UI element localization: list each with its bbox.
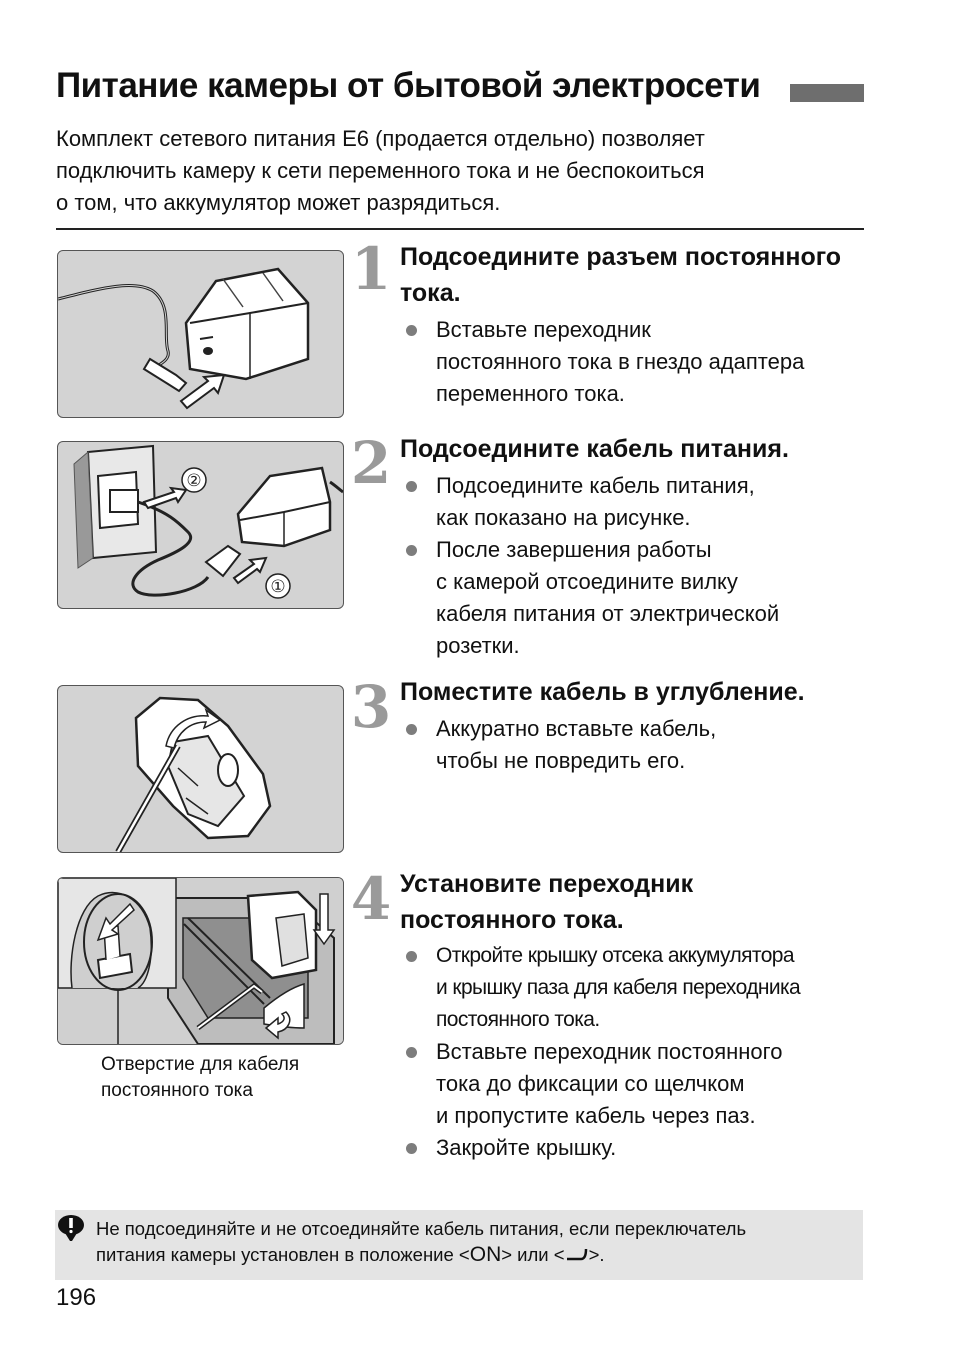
bullet-item: Откройте крышку отсека аккумулятора и кр… — [405, 940, 875, 1036]
step-title: Подсоедините разъем постоянного тока. — [400, 239, 870, 311]
bullet-line: Аккуратно вставьте кабель, — [436, 716, 717, 741]
bullet-item: Подсоедините кабель питания, как показан… — [405, 470, 875, 534]
step-title: Поместите кабель в углубление. — [400, 674, 870, 710]
bullet-line: и крышку паза для кабеля переходника — [436, 976, 801, 999]
on-position-label: ON — [469, 1243, 502, 1266]
bullet-line: чтобы не повредить его. — [436, 748, 686, 773]
bullet-line: розетки. — [436, 633, 520, 658]
caption-line: Отверстие для кабеля — [101, 1054, 300, 1075]
intro-line: подключить камеру к сети переменного ток… — [56, 158, 705, 183]
intro-line: Комплект сетевого питания E6 (продается … — [56, 126, 705, 151]
step-bullets: Откройте крышку отсека аккумулятора и кр… — [405, 940, 875, 1036]
step-title-line: Поместите кабель в углубление. — [400, 678, 805, 706]
bullet-line: Откройте крышку отсека аккумулятора — [436, 944, 795, 967]
step-title-line: тока. — [400, 279, 461, 307]
bullet-item: Аккуратно вставьте кабель, чтобы не повр… — [405, 713, 875, 777]
bullet-line: тока до фиксации со щелчком — [436, 1071, 745, 1096]
bullet-line: постоянного тока в гнездо адаптера — [436, 349, 805, 374]
step-bullets: Подсоедините кабель питания, как показан… — [405, 470, 875, 662]
step-number: 3 — [350, 673, 392, 741]
intro-paragraph: Комплект сетевого питания E6 (продается … — [56, 123, 856, 219]
figure-cable-groove — [57, 685, 344, 853]
bullet-line: Вставьте переходник постоянного — [436, 1039, 783, 1064]
figure-power-cable-outlet: ② ① — [57, 441, 344, 609]
bullet-line: Закройте крышку. — [436, 1135, 617, 1160]
bullet-line: постоянного тока. — [436, 1008, 600, 1031]
bullet-item: Закройте крышку. — [405, 1132, 875, 1164]
caution-text-part: питания камеры установлен в положение < — [96, 1244, 470, 1265]
caution-line: Не подсоединяйте и не отсоединяйте кабел… — [96, 1218, 747, 1239]
caution-line: питания камеры установлен в положение <O… — [96, 1242, 746, 1268]
figure-dc-coupler-adapter — [57, 250, 344, 418]
bullet-line: кабеля питания от электрической — [436, 601, 780, 626]
bullet-item: Вставьте переходник постоянного тока в г… — [405, 314, 875, 410]
step-number: 2 — [350, 429, 392, 497]
page-number: 196 — [56, 1284, 97, 1311]
bullet-item: Вставьте переходник постоянного тока до … — [405, 1036, 875, 1132]
step-bullets: Вставьте переходник постоянного тока до … — [405, 1036, 875, 1164]
caution-note — [55, 1210, 863, 1280]
bullet-line: Вставьте переходник — [436, 317, 651, 342]
bullet-line: После завершения работы — [436, 537, 712, 562]
step-number: 4 — [350, 865, 392, 933]
figure-dc-coupler-camera — [57, 877, 344, 1045]
caution-icon — [58, 1215, 84, 1241]
caution-text-part: > или < — [501, 1244, 565, 1265]
step-title-line: Установите переходник — [400, 870, 694, 898]
step-title: Подсоедините кабель питания. — [400, 431, 870, 467]
bullet-line: и пропустите кабель через паз. — [436, 1103, 756, 1128]
bullet-line: переменного тока. — [436, 381, 625, 406]
bullet-item: После завершения работы с камерой отсоед… — [405, 534, 875, 662]
title-decoration-bar — [790, 84, 864, 102]
caption-line: постоянного тока — [101, 1080, 253, 1101]
section-divider — [56, 228, 864, 230]
step-title-line: Подсоедините разъем постоянного — [400, 243, 842, 271]
step-bullets: Аккуратно вставьте кабель, чтобы не повр… — [405, 713, 875, 777]
caution-text-part: >. — [588, 1244, 605, 1265]
step-title: Установите переходник постоянного тока. — [400, 866, 870, 938]
intro-line: о том, что аккумулятор может разрядиться… — [56, 190, 501, 215]
step-bullets: Вставьте переходник постоянного тока в г… — [405, 314, 875, 410]
callout-1: ① — [270, 577, 285, 596]
bullet-line: как показано на рисунке. — [436, 505, 691, 530]
step-title-line: постоянного тока. — [400, 906, 624, 934]
step-number: 1 — [350, 235, 392, 303]
caution-text: Не подсоединяйте и не отсоединяйте кабел… — [96, 1216, 746, 1268]
figure-caption: Отверстие для кабеля постоянного тока — [101, 1052, 299, 1104]
callout-2: ② — [186, 471, 201, 490]
power-switch-icon — [566, 1248, 587, 1261]
bullet-line: Подсоедините кабель питания, — [436, 473, 755, 498]
bullet-line: с камерой отсоедините вилку — [436, 569, 738, 594]
page-title: Питание камеры от бытовой электросети — [56, 66, 761, 105]
step-title-line: Подсоедините кабель питания. — [400, 435, 789, 463]
